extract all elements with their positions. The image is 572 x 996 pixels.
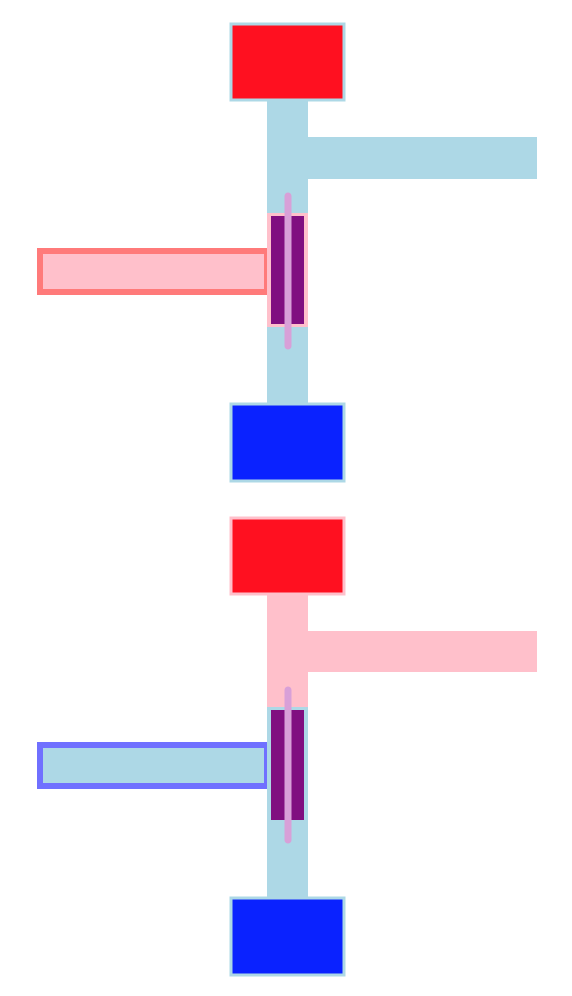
diagram-bottom xyxy=(37,516,537,977)
bottom-output-arm xyxy=(308,631,537,672)
top-source-pad xyxy=(229,22,346,102)
top-input-bar xyxy=(37,248,270,295)
bottom-source-pad xyxy=(229,516,346,596)
bottom-input-bar xyxy=(37,742,270,789)
top-output-arm xyxy=(308,137,537,179)
top-drain-pad xyxy=(229,402,346,483)
bottom-drain-pad xyxy=(229,896,346,977)
diagram-top xyxy=(37,22,537,483)
